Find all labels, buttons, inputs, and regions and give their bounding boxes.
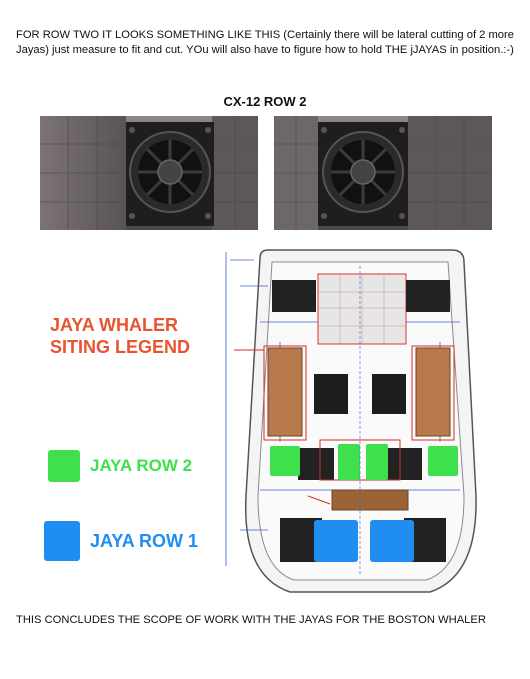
row-1-swatch [44,521,80,561]
legend-title: JAYA WHALER SITING LEGEND [50,314,190,358]
legend-row-2: JAYA ROW 2 [48,450,192,482]
subwoofer-speaker-icon [274,116,492,230]
boat-plan-diagram [225,249,477,593]
legend-row-1: JAYA ROW 1 [44,521,198,561]
legend-title-line1: JAYA WHALER [50,315,179,335]
speaker-image-title: CX-12 ROW 2 [223,94,307,109]
row-2-swatch [48,450,80,482]
row-1-label: JAYA ROW 1 [90,530,199,551]
subwoofer-speaker-icon [40,116,258,230]
speaker-panel-left [40,116,258,230]
legend-title-line2: SITING LEGEND [50,337,191,357]
speaker-panel-right [274,116,492,230]
row-2-label: JAYA ROW 2 [90,456,193,475]
intro-paragraph: FOR ROW TWO IT LOOKS SOMETHING LIKE THIS… [16,29,514,56]
closing-paragraph: THIS CONCLUDES THE SCOPE OF WORK WITH TH… [16,614,486,626]
boat-layout-drawing [220,246,492,604]
